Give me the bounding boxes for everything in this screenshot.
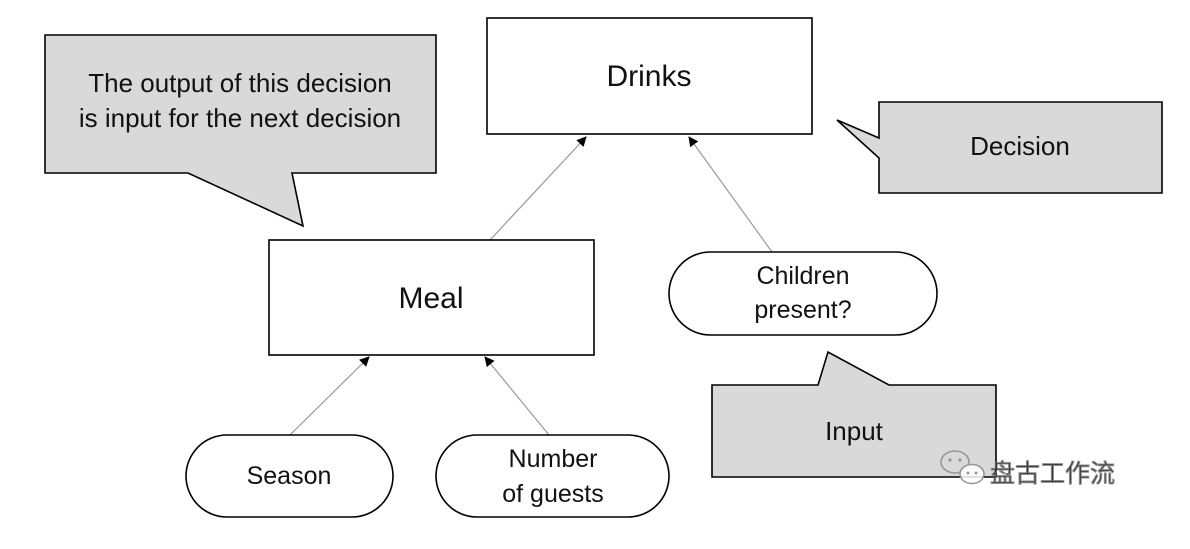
edge-meal-to-drinks [489, 136, 587, 241]
children-input-node: Children present? [668, 251, 938, 336]
watermark: 盘古工作流 [940, 450, 1116, 489]
output-callout-line1: The output of this decision [88, 68, 392, 98]
guests-label-line2: of guests [502, 480, 603, 508]
input-callout: Input [711, 350, 997, 478]
drinks-label: Drinks [606, 60, 691, 93]
guests-label-line1: Number [509, 445, 598, 473]
guests-input-node: Number of guests [435, 434, 670, 518]
decision-callout-label: Decision [970, 131, 1070, 161]
children-label-line1: Children [756, 262, 849, 290]
input-callout-label: Input [825, 416, 884, 446]
wechat-icon [940, 450, 985, 485]
drinks-decision-node: Drinks [486, 17, 813, 135]
output-callout-line2: is input for the next decision [79, 103, 401, 133]
edge-guests-to-meal [484, 356, 550, 436]
children-label-line2: present? [754, 296, 851, 324]
season-input-node: Season [185, 434, 394, 518]
edge-season-to-meal [289, 356, 370, 436]
meal-label: Meal [398, 282, 463, 315]
season-label: Season [247, 462, 332, 490]
meal-decision-node: Meal [268, 239, 595, 356]
decision-callout: Decision [836, 101, 1163, 194]
output-callout: The output of this decision is input for… [44, 34, 437, 228]
watermark-text: 盘古工作流 [990, 459, 1115, 488]
edge-children-to-drinks [688, 136, 773, 253]
